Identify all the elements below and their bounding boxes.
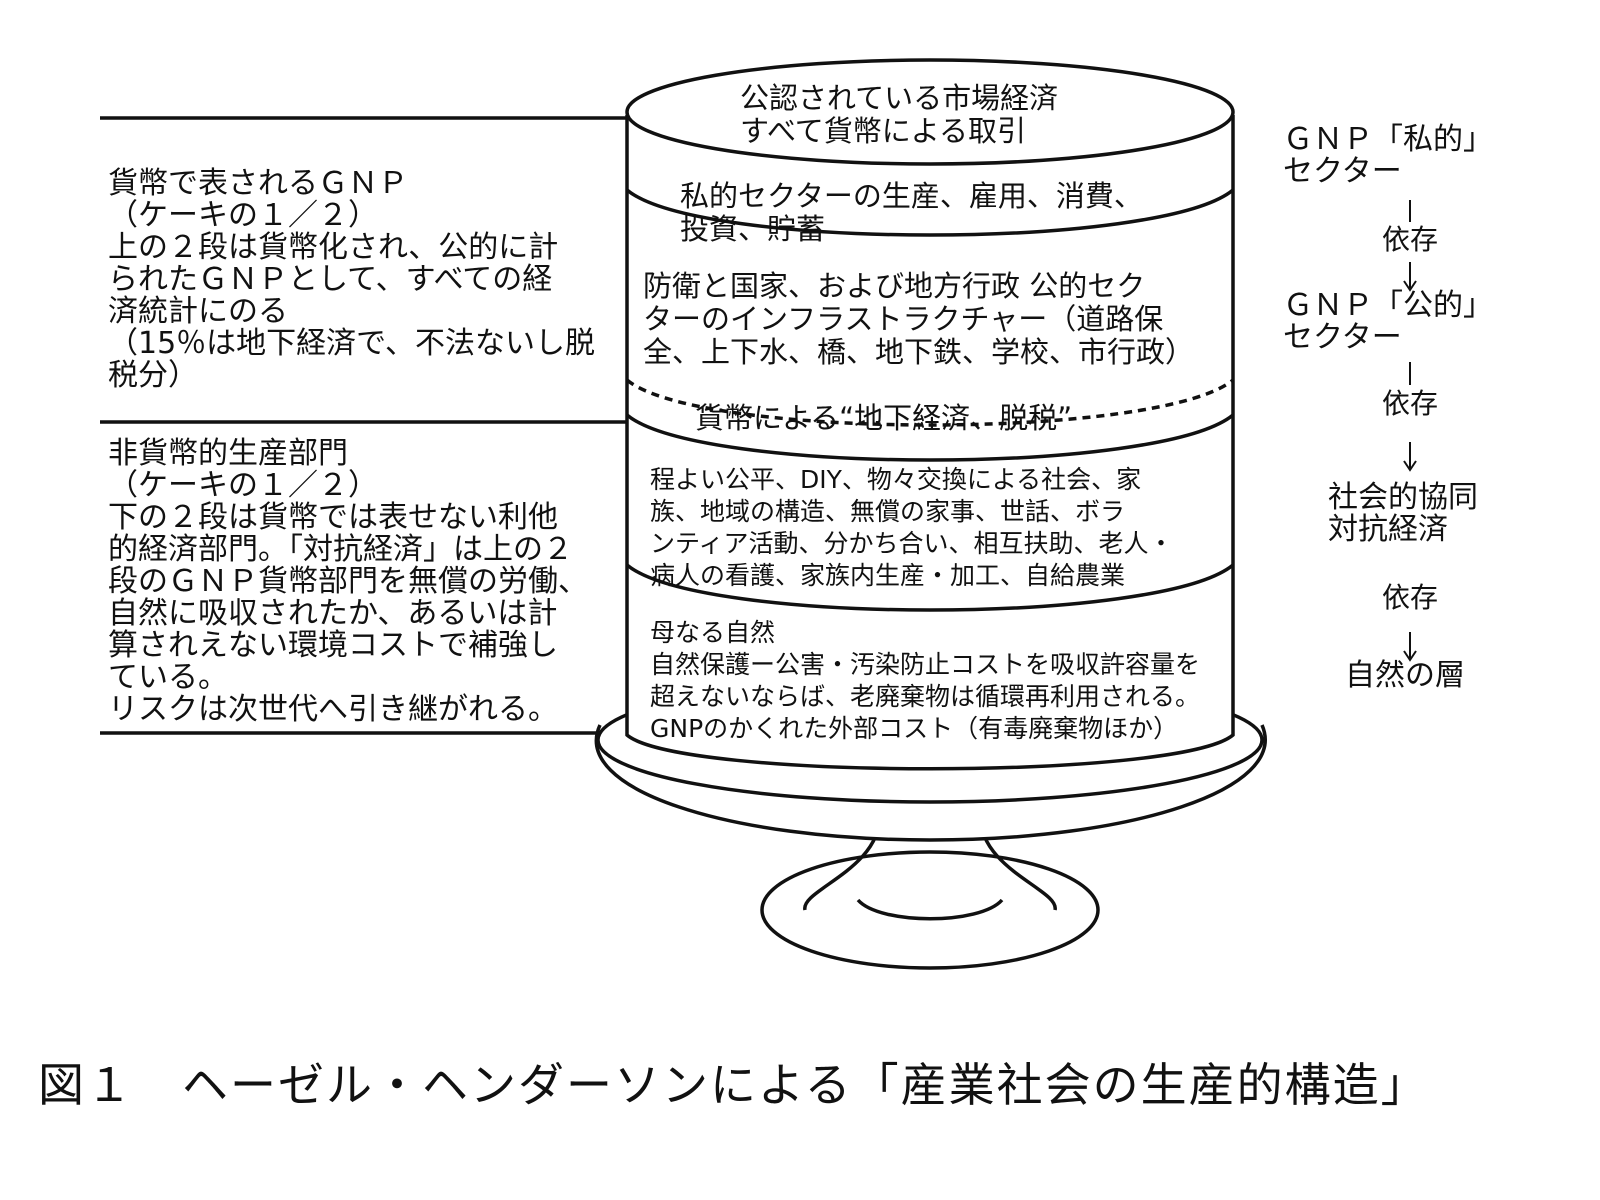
layer-nature-label: 母なる自然 自然保護ー公害・汚染防止コストを吸収許容量を 超えないならば、老廃棄… (650, 617, 1200, 745)
layer-public-line: 全、上下水、橋、地下鉄、学校、市行政） (643, 335, 1195, 369)
left-lower-line: 的経済部門。「対抗経済」は上の２ (108, 532, 573, 567)
left-lower-line: 自然に吸収されたか、あるいは計 (108, 596, 558, 631)
left-upper-line: 貨幣で表されるＧＮＰ (108, 166, 408, 201)
layer-top-label: 公認されている市場経済 すべて貨幣による取引 (740, 82, 1058, 148)
layer-social-label: 程よい公平、DIY、物々交換による社会、家 族、地域の構造、無償の家事、世話、ボ… (650, 464, 1174, 592)
left-lower-line: 算されえない環境コストで補強し (108, 628, 558, 663)
layer-nature-line: 超えないならば、老廃棄物は循環再利用される。 (650, 682, 1201, 711)
cake-body (625, 115, 1235, 771)
layer-social-line: 程よい公平、DIY、物々交換による社会、家 (650, 465, 1142, 494)
left-upper-line: （15％は地下経済で、不法ないし脱 (108, 326, 595, 361)
layer-social-line: ンティア活動、分かち合い、相互扶助、老人・ (650, 529, 1174, 558)
left-upper-line: 済統計にのる (108, 294, 288, 329)
chain-social-line: 対抗経済 (1328, 512, 1448, 547)
left-lower-line: ている。 (108, 660, 228, 695)
chain-social-line: 社会的協同 (1328, 480, 1478, 515)
left-upper-line: （ケーキの１／２） (108, 198, 378, 233)
left-upper-line: られたＧＮＰとして、すべての経 (108, 262, 553, 297)
stand-foot (760, 850, 1100, 970)
layer-public-label: 防衛と国家、および地方行政 公的セク ターのインフラストラクチャー（道路保 全、… (643, 270, 1194, 369)
chain-gnp-private-line: ＧＮＰ「私的」 (1283, 122, 1493, 157)
chain-social: 社会的協同 対抗経済 (1328, 482, 1478, 546)
left-lower-line: リスクは次世代へ引き継がれる。 (108, 692, 558, 727)
chain-gnp-private: ＧＮＰ「私的」 セクター (1283, 124, 1493, 188)
chain-dependency-3: 依存 (1382, 581, 1439, 614)
left-lower-line: 段のＧＮＰ貨幣部門を無償の労働、 (108, 564, 588, 599)
layer-private-label: 私的セクターの生産、雇用、消費、 投資、貯蓄 (680, 180, 1143, 246)
layer-line-3 (625, 413, 1235, 462)
cake-top (625, 58, 1235, 166)
layer-social-line: 族、地域の構造、無償の家事、世話、ボラ (650, 497, 1126, 526)
layer-private-line: 投資、貯蓄 (680, 212, 826, 246)
layer-top-line: すべて貨幣による取引 (740, 114, 1026, 148)
layer-underground-label: 貨幣による“地下経済、脱税” (695, 401, 1073, 435)
left-lower-line: 非貨幣的生産部門 (108, 436, 348, 471)
chain-nature: 自然の層 (1345, 658, 1465, 693)
layer-nature-line: GNPのかくれた外部コスト（有毒廃棄物ほか） (650, 714, 1179, 743)
chain-gnp-public-line: セクター (1283, 320, 1402, 355)
figure-caption: 図１ ヘーゼル・ヘンダーソンによる「産業社会の生産的構造」 (38, 1058, 1429, 1112)
layer-public-line: 防衛と国家、および地方行政 公的セク (643, 269, 1146, 303)
left-lower-line: （ケーキの１／２） (108, 468, 378, 503)
layer-private-line: 私的セクターの生産、雇用、消費、 (680, 179, 1143, 213)
chain-gnp-private-line: セクター (1283, 154, 1402, 189)
layer-nature-line: 母なる自然 (650, 618, 776, 647)
layer-line-2 (625, 378, 1235, 427)
layer-social-line: 病人の看護、家族内生産・加工、自給農業 (650, 561, 1126, 590)
layer-top-line: 公認されている市場経済 (740, 81, 1059, 115)
chain-dependency-2: 依存 (1382, 387, 1439, 420)
left-upper-text: 貨幣で表されるＧＮＰ （ケーキの１／２） 上の２段は貨幣化され、公的に計 られた… (108, 168, 595, 392)
chain-gnp-public-line: ＧＮＰ「公的」 (1283, 288, 1493, 323)
layer-line-4 (625, 563, 1235, 612)
left-lower-text: 非貨幣的生産部門 （ケーキの１／２） 下の２段は貨幣では表せない利他 的経済部門… (108, 438, 588, 726)
left-upper-line: 税分） (108, 358, 198, 393)
left-upper-line: 上の２段は貨幣化され、公的に計 (108, 230, 559, 265)
chain-dependency-1: 依存 (1382, 223, 1439, 256)
left-lower-line: 下の２段は貨幣では表せない利他 (108, 500, 558, 535)
layer-public-line: ターのインフラストラクチャー（道路保 (643, 302, 1164, 336)
chain-gnp-public: ＧＮＰ「公的」 セクター (1283, 290, 1493, 354)
layer-line-1 (625, 188, 1235, 237)
layer-nature-line: 自然保護ー公害・汚染防止コストを吸収許容量を (650, 650, 1201, 679)
